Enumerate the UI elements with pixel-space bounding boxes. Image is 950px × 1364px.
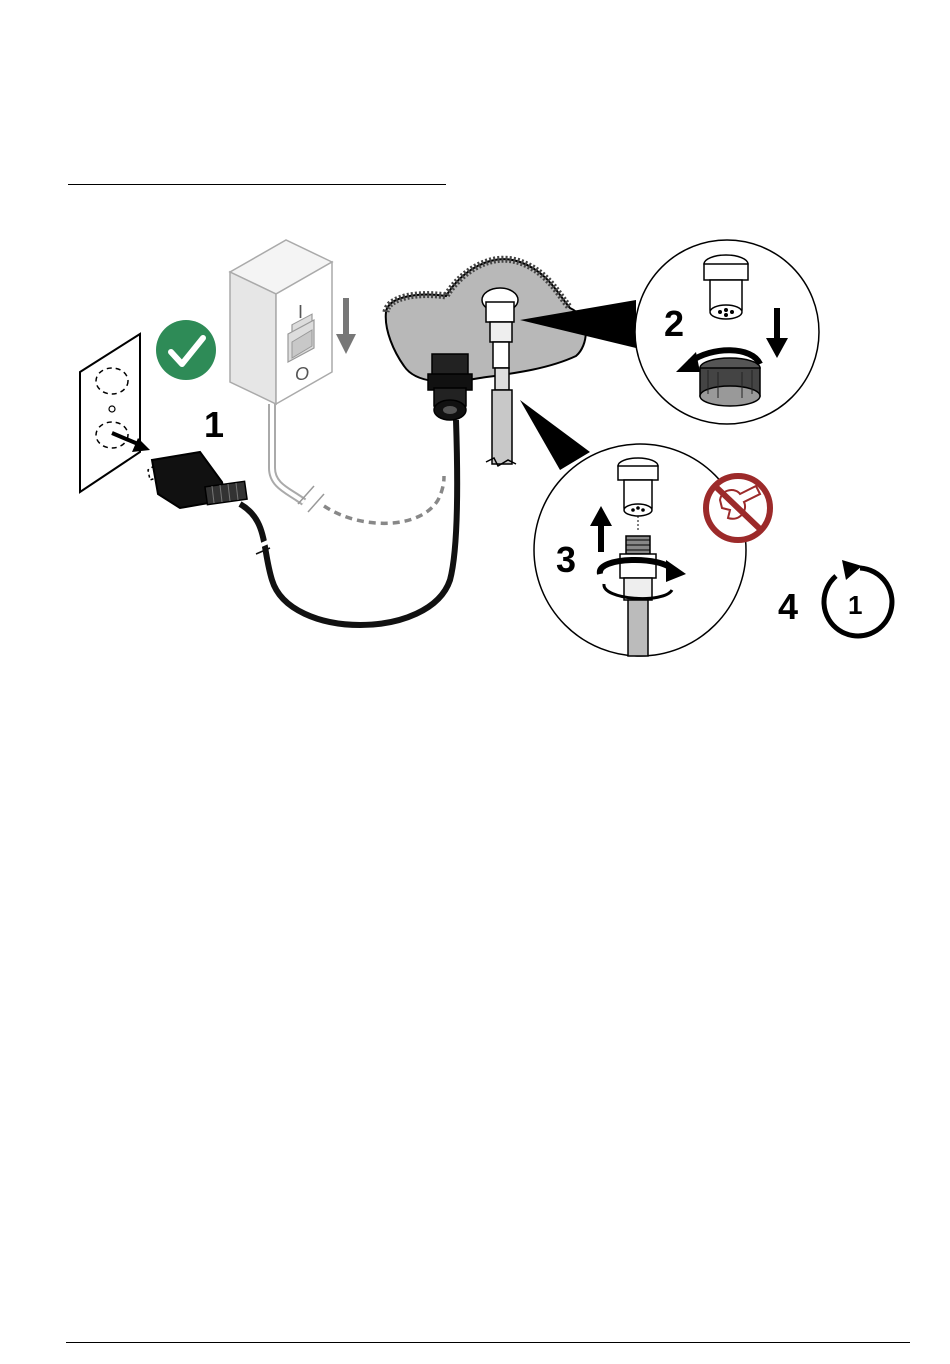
check-icon xyxy=(156,320,216,380)
wall-outlet xyxy=(80,334,140,492)
switch-off-mark: O xyxy=(295,364,309,384)
cable-gland xyxy=(428,354,472,420)
restart-badge-label: 1 xyxy=(848,590,862,620)
power-plug xyxy=(148,452,247,508)
no-wrench-icon xyxy=(706,476,770,540)
detail-circle-2 xyxy=(635,240,819,424)
top-rule xyxy=(68,184,446,185)
step-1-label: 1 xyxy=(204,404,224,445)
installation-illustration: 1 I O xyxy=(0,200,950,680)
step-3-label: 3 xyxy=(556,539,576,580)
breaker-box xyxy=(230,240,332,404)
switch-on-mark: I xyxy=(298,302,303,322)
switch-off-arrow-icon xyxy=(336,298,356,354)
step-2-label: 2 xyxy=(664,303,684,344)
callout-wedge-3 xyxy=(520,400,590,470)
bottom-rule xyxy=(66,1342,910,1343)
step-4-label: 4 xyxy=(778,586,798,627)
breaker-conduit xyxy=(272,404,444,523)
